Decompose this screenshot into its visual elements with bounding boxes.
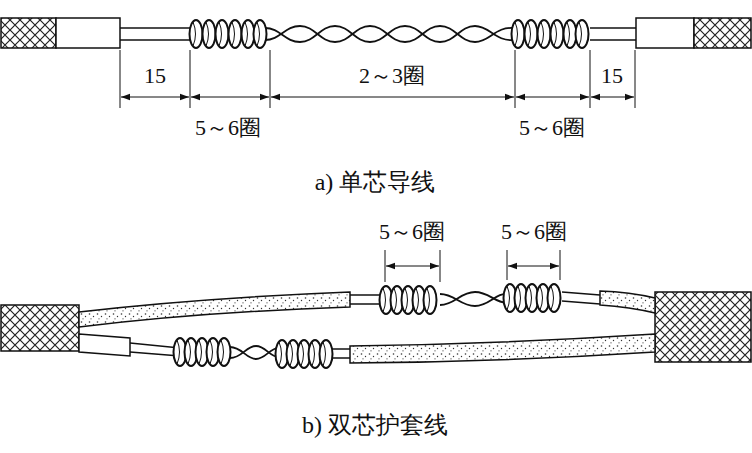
dimension-label: 5～6圈 (517, 116, 587, 140)
figure-caption: b) 双芯护套线 (300, 412, 450, 438)
dimension-label: 15 (599, 64, 625, 88)
dimension-label: 2～3圈 (357, 64, 427, 88)
twin-core-cable (1, 284, 751, 368)
dimension-label: 5～6圈 (499, 220, 569, 244)
dimension-label: 5～6圈 (377, 220, 447, 244)
single-core-wire (1, 18, 751, 48)
figure-caption: a) 单芯导线 (313, 169, 438, 195)
dimension-label: 15 (142, 64, 168, 88)
dimension-lines (120, 50, 635, 108)
dimension-lines (385, 250, 560, 282)
dimension-label: 5～6圈 (193, 116, 263, 140)
